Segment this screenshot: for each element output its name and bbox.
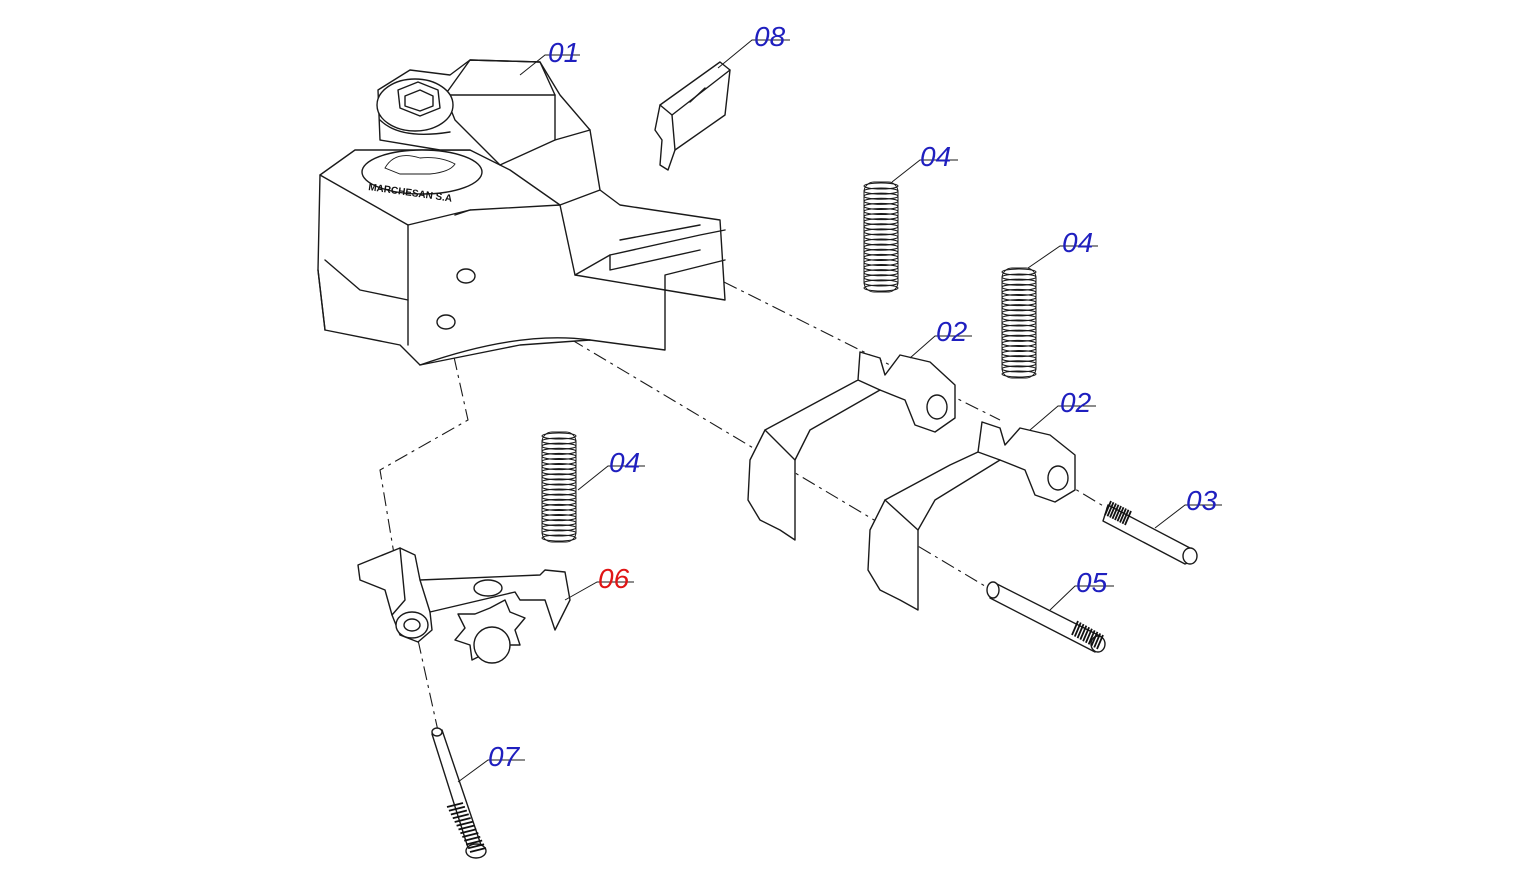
callout-03: 03 xyxy=(1186,485,1218,516)
leader-lines xyxy=(457,39,1222,783)
part-06-latch xyxy=(357,547,571,664)
callout-05: 05 xyxy=(1076,567,1108,598)
callout-01: 01 xyxy=(548,37,579,68)
part-02-lever-upper xyxy=(747,351,956,541)
part-03-pin xyxy=(1102,500,1198,565)
callout-labels: 01 08 04 04 02 02 04 03 06 05 07 xyxy=(488,21,1218,772)
part-05-pin xyxy=(986,581,1106,653)
callout-04-lower: 04 xyxy=(609,447,640,478)
callout-07: 07 xyxy=(488,741,521,772)
part-02-lever-lower xyxy=(867,421,1076,611)
part-08-clip xyxy=(654,61,731,171)
callout-02-lower: 02 xyxy=(1060,387,1092,418)
callout-04-right: 04 xyxy=(1062,227,1093,258)
callout-04-top: 04 xyxy=(920,141,951,172)
part-07-pin xyxy=(431,727,487,859)
callout-08: 08 xyxy=(754,21,786,52)
spring-04-top xyxy=(863,181,899,293)
spring-04-right xyxy=(1001,267,1037,379)
callout-02-upper: 02 xyxy=(936,316,968,347)
callout-06: 06 xyxy=(598,563,630,594)
spring-04-lower xyxy=(541,431,577,543)
part-01-housing: MARCHESAN S.A xyxy=(317,59,726,366)
